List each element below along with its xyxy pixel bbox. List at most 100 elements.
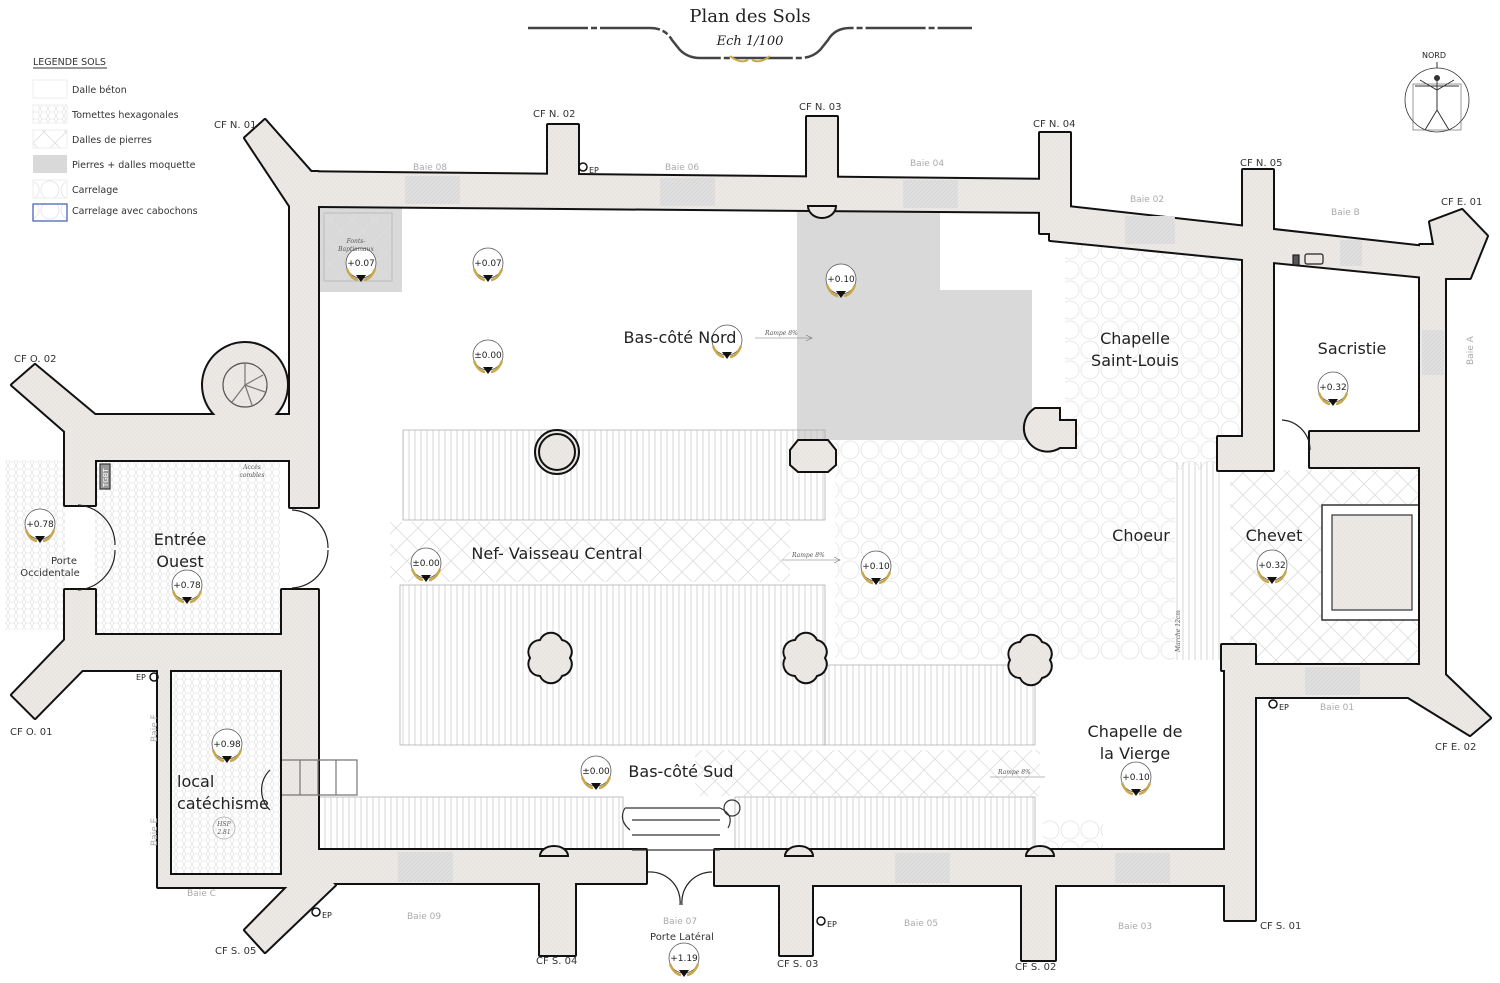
room-chapelle-saint-louis: Saint-Louis [1091, 351, 1179, 370]
elevation-marker: ±0.00 [409, 546, 443, 584]
room-bas-cote-nord: Bas-côté Nord [624, 328, 737, 347]
room-entree-ouest: Ouest [156, 552, 203, 571]
pillar-quatrefoil [782, 631, 828, 685]
elevation-marker: ±0.00 [579, 754, 613, 792]
room-choeur: Choeur [1112, 526, 1170, 545]
column-label: CF E. 02 [1435, 742, 1476, 753]
column-label: CF S. 04 [536, 956, 577, 967]
elevation-marker: +0.78 [170, 568, 204, 606]
elevation-value: +0.10 [1122, 773, 1150, 783]
bay-label: Baie 04 [910, 159, 944, 169]
bay-labels: Baie 08 Baie 06 Baie 04 Baie 02 Baie B B… [150, 159, 1476, 932]
elevation-marker: +0.98 [210, 727, 244, 765]
pews-south [399, 584, 826, 746]
elevation-value: ±0.00 [582, 767, 610, 777]
compass-label: NORD [1422, 51, 1446, 60]
bay-label: Baie F [150, 714, 160, 742]
elevation-marker: +0.10 [824, 262, 858, 300]
room-entree-ouest: Entrée [154, 530, 206, 549]
label-tgbt: TGBT [102, 467, 110, 488]
door-porte-laterale [647, 871, 713, 906]
elevation-value: +0.78 [173, 581, 201, 591]
column-label: CF N. 01 [214, 120, 256, 131]
elevation-marker: +0.32 [1316, 370, 1350, 408]
ep-label: EP [136, 673, 146, 682]
ep-label: EP [1279, 703, 1289, 712]
gold-ornament-icon [729, 55, 771, 63]
bay-label: Baie 06 [665, 163, 699, 173]
legend-swatch-dalles-pierres [32, 129, 68, 149]
label-porte-occidentale: Occidentale [20, 568, 79, 579]
legend-title: LEGENDE SOLS [33, 57, 106, 68]
legend-swatch-carrelage [32, 179, 68, 199]
floor-carpet-area [797, 205, 1032, 440]
bay-label: Baie 08 [413, 163, 447, 173]
room-bas-cote-sud: Bas-côté Sud [628, 762, 733, 781]
room-chevet: Chevet [1246, 526, 1303, 545]
bay-label: Baie A [1466, 335, 1476, 365]
legend-label: Carrelage avec cabochons [72, 206, 198, 217]
pillar-round [534, 429, 580, 475]
room-catechisme: catéchisme [177, 794, 269, 813]
door-catechisme [261, 769, 271, 811]
bay-label: Baie 02 [1130, 195, 1164, 205]
bay-openings [398, 176, 1444, 883]
bay-label: Baie 09 [407, 912, 441, 922]
legend-label: Tomettes hexagonales [71, 110, 179, 121]
stair-catechisme [282, 759, 358, 796]
elevation-marker: +0.07 [344, 246, 378, 284]
legend-label: Carrelage [72, 185, 118, 196]
label-hsp-value: 2.81 [216, 829, 230, 836]
title-ornament [528, 26, 972, 60]
elevation-marker: +0.10 [1119, 760, 1153, 798]
pillars [527, 205, 1077, 857]
label-rampe: Rampe 8% [764, 330, 798, 337]
elevation-value: +0.32 [1258, 561, 1286, 571]
column-label: CF S. 02 [1015, 962, 1056, 973]
ep-label: EP [322, 911, 332, 920]
column-label: CF N. 02 [533, 109, 575, 120]
column-label: CF O. 01 [10, 727, 52, 738]
label-rampe: Rampe 8% [791, 552, 825, 559]
elevation-value: +0.78 [26, 520, 54, 530]
column-label: CF S. 03 [777, 959, 818, 970]
floor-bas-cote-sud-strip [695, 750, 1040, 796]
floor-marche [1175, 462, 1220, 660]
elevation-value: +0.10 [862, 562, 890, 572]
legend-label: Pierres + dalles moquette [72, 160, 196, 171]
bay-label: Baie E [150, 817, 160, 846]
column-label: CF S. 01 [1260, 921, 1301, 932]
room-labels: Bas-côté Nord Chapelle Saint-Louis Sacri… [20, 328, 1386, 943]
door-sacristie [1281, 419, 1311, 451]
elevation-value: +0.07 [347, 259, 375, 269]
label-porte-laterale: Porte Latéral [650, 931, 714, 943]
room-chapelle-vierge: Chapelle de [1088, 722, 1183, 741]
elevation-marker: +1.19 [667, 941, 701, 979]
elevation-marker: +0.10 [859, 549, 893, 587]
label-acces-combles: Accès [242, 464, 261, 471]
floor-catechisme [170, 670, 282, 875]
column-label: CF N. 04 [1033, 119, 1075, 130]
plan-scale: Ech 1/100 [716, 34, 784, 49]
label-acces-combles: combles [239, 472, 264, 479]
title-block: Plan des Sols Ech 1/100 [528, 6, 972, 63]
room-catechisme: local [177, 772, 214, 791]
room-chapelle-vierge: la Vierge [1100, 744, 1171, 763]
label-marche: Marche 12cm [1175, 610, 1182, 653]
elevation-value: +0.98 [213, 740, 241, 750]
legend-swatch-cabochons [32, 203, 68, 222]
floor-choeur [835, 440, 1175, 660]
column-label: CF N. 05 [1240, 158, 1282, 169]
door-porte-occidentale [77, 504, 116, 591]
label-fonts: Fonts- [346, 238, 366, 245]
room-sacristie: Sacristie [1318, 339, 1387, 358]
floor-chapelle-saint-louis [1065, 240, 1245, 470]
legend-swatch-moquette [33, 155, 67, 173]
elevation-marker: ±0.00 [471, 338, 505, 376]
column-label: CF O. 02 [14, 354, 56, 365]
door-nave-west [291, 509, 329, 589]
elevation-value: +1.19 [670, 954, 698, 964]
floor-nef-aisle [390, 522, 790, 582]
column-label: CF E. 01 [1441, 197, 1482, 208]
